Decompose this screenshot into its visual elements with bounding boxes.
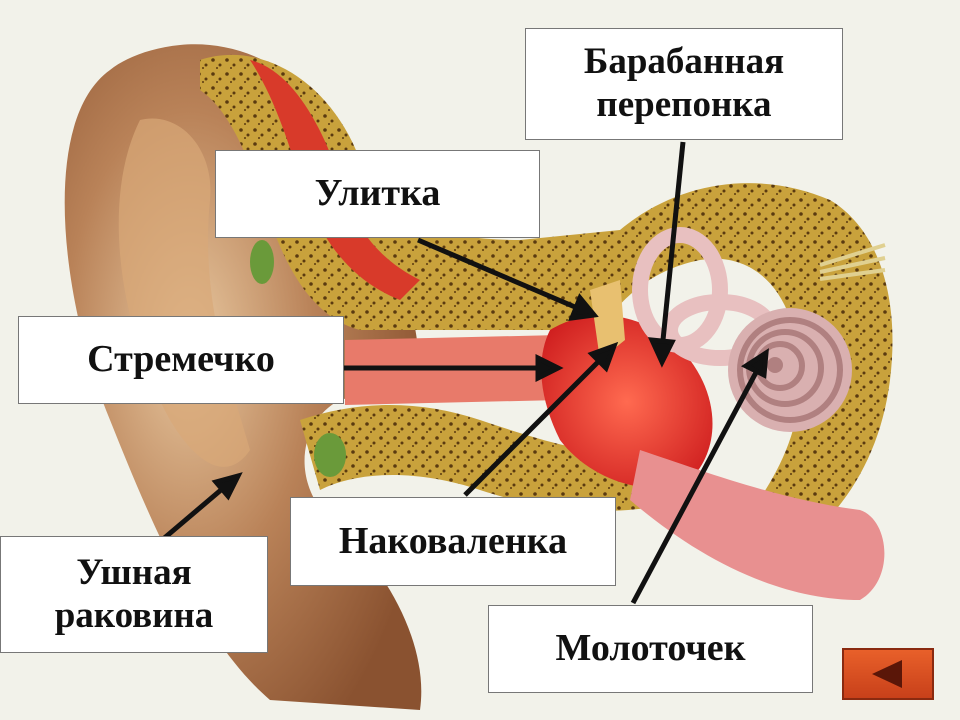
- label-cochlea-text: Улитка: [314, 172, 441, 215]
- arrow-cochlea: [417, 237, 583, 313]
- label-auricle: Ушная раковина: [0, 536, 268, 653]
- fat-blob: [250, 240, 274, 284]
- arrowhead-incus: [587, 341, 619, 373]
- label-incus: Наковаленка: [290, 497, 616, 586]
- arrow-incus: [463, 353, 607, 497]
- left-triangle-icon: [872, 660, 902, 688]
- label-malleus-text: Молоточек: [555, 627, 746, 670]
- label-tympanic-membrane: Барабанная перепонка: [525, 28, 843, 140]
- cochlea-shape: [728, 308, 852, 432]
- temporal-bone-lower: [300, 405, 680, 511]
- middle-ear-cavity: [541, 315, 713, 488]
- label-stapes-text: Стремечко: [87, 338, 275, 381]
- label-tympanic-line1: Барабанная: [583, 41, 785, 83]
- label-incus-text: Наковаленка: [338, 519, 568, 562]
- label-auricle-line2: раковина: [54, 594, 214, 636]
- arrow-tympanic: [659, 141, 686, 351]
- label-auricle-line1: Ушная: [76, 551, 192, 593]
- nerve-bundle: [819, 243, 886, 281]
- temporal-bone-upper: [200, 54, 893, 560]
- fat-blob: [314, 433, 346, 477]
- arrowhead-cochlea: [568, 293, 599, 322]
- label-tympanic-line2: перепонка: [596, 84, 772, 125]
- arrowhead-auricle: [211, 472, 243, 501]
- arrowhead-stapes: [535, 353, 564, 383]
- label-cochlea: Улитка: [215, 150, 540, 238]
- ossicles-shape: [590, 280, 625, 360]
- label-stapes: Стремечко: [18, 316, 344, 404]
- label-malleus: Молоточек: [488, 605, 813, 693]
- arrow-malleus: [630, 363, 763, 605]
- arrow-auricle: [160, 482, 230, 542]
- arrowhead-malleus: [740, 348, 769, 379]
- arrowhead-tympanic: [647, 337, 676, 368]
- back-button[interactable]: [842, 648, 934, 700]
